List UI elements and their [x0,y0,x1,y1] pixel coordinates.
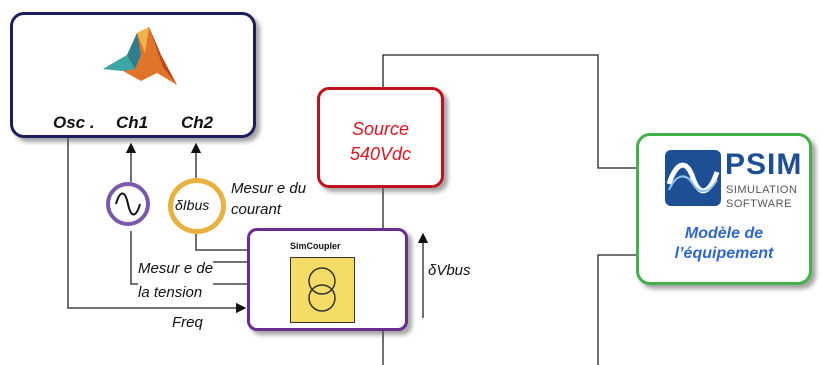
source-block: Source 540Vdc [317,87,444,188]
psim-model-label: Modèle de l’équipement [639,224,809,264]
simcoupler-title: SimCoupler [290,241,341,251]
current-label-line1: Mesur e du [231,180,307,197]
vbus-label: δVbus [428,262,471,279]
psim-model-line1: Modèle de [684,225,764,242]
bus-wire-top [382,54,636,169]
psim-wave-icon [665,150,721,206]
simcoupler-block: SimCoupler [247,228,408,331]
current-sensor-symbol: δIbus [175,197,210,213]
freq-label: Freq [172,314,203,331]
psim-logo-main: PSIM [725,148,803,181]
voltage-measure-label: Mesur e de la tension [138,257,214,305]
psim-block: PSIM SIMULATION SOFTWARE Modèle de l’équ… [636,133,812,285]
current-sensor-wire [195,233,247,251]
sine-wave-icon [115,192,141,216]
voltage-label-line2: la tension [138,284,203,301]
ch1-label: Ch1 [116,113,149,132]
current-label-line2: courant [231,201,282,218]
voltage-sensor [106,182,150,226]
source-label-line2: 540Vdc [349,144,412,164]
psim-logo-sub1: SIMULATION [726,184,798,196]
psim-model-line2: l’équipement [674,245,774,262]
transformer-icon [290,257,355,323]
source-label-line1: Source [351,119,410,139]
matlab-membrane-icon [103,27,177,85]
source-label: Source 540Vdc [320,117,441,167]
psim-logo: PSIM SIMULATION SOFTWARE [665,146,813,216]
ch2-label: Ch2 [181,113,214,132]
matlab-block: Osc . Ch1 Ch2 [10,12,256,138]
psim-logo-sub2: SOFTWARE [726,198,792,210]
current-measure-label: Mesur e du courant [231,178,306,220]
osc-label: Osc . [53,113,95,132]
voltage-label-line1: Mesur e de [138,260,214,277]
current-sensor: δIbus [168,178,226,234]
freq-wire [67,138,247,314]
bus-wire-bottom [597,254,636,365]
